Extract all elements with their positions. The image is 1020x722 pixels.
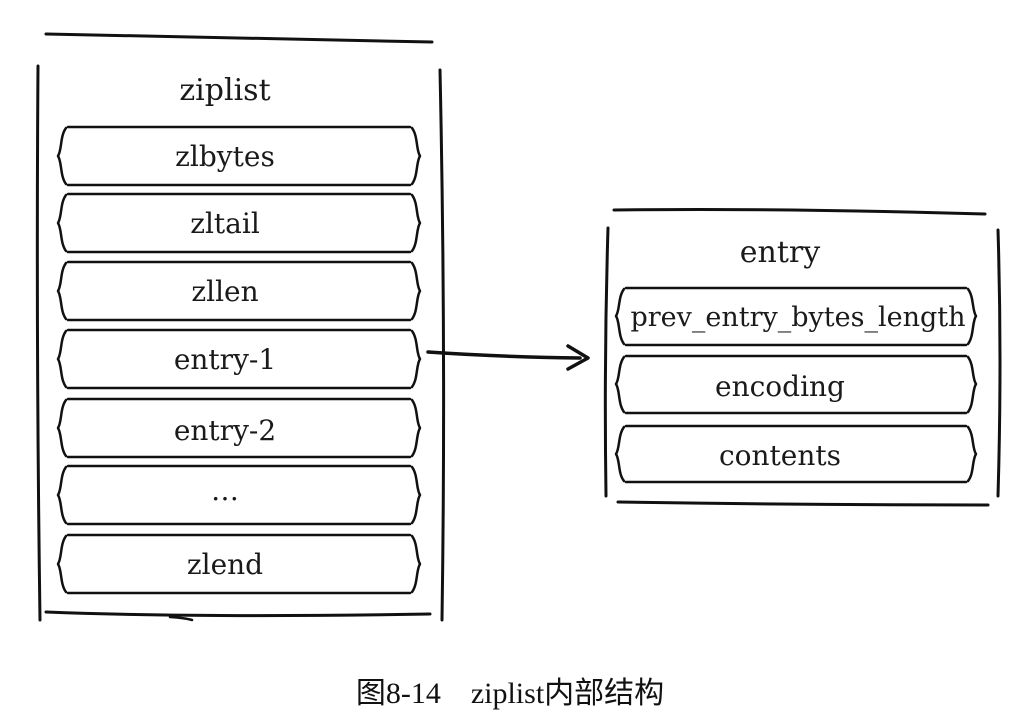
ziplist-field-label: zllen xyxy=(191,275,258,308)
entry-box: entry xyxy=(603,208,1002,507)
entry-fields: prev_entry_bytes_length encoding content… xyxy=(614,286,978,484)
ziplist-fields: zlbytes zltail zllen entry-1 xyxy=(56,125,422,595)
entry-box-left-edge xyxy=(603,226,610,498)
entry-title: entry xyxy=(740,235,820,270)
ziplist-box-bottom-tick xyxy=(168,615,194,622)
arrow-head-icon xyxy=(566,344,590,371)
ziplist-box: ziplist xyxy=(35,32,446,622)
ziplist-field-label: entry-2 xyxy=(174,414,276,447)
ziplist-field-zltail: zltail xyxy=(56,192,422,254)
ziplist-box-right-edge xyxy=(438,68,446,622)
entry-field-contents: contents xyxy=(614,424,978,484)
entry-field-label: contents xyxy=(719,439,841,472)
ziplist-field-entry-1: entry-1 xyxy=(56,328,422,390)
ziplist-field-label: entry-1 xyxy=(174,343,276,376)
arrow-shaft xyxy=(426,350,582,360)
ziplist-field-entry-2: entry-2 xyxy=(56,397,422,459)
entry-field-label: prev_entry_bytes_length xyxy=(630,302,965,333)
entry-box-top-edge xyxy=(612,208,987,216)
ziplist-box-left-edge xyxy=(35,64,42,622)
ziplist-field-label: … xyxy=(211,474,239,507)
ziplist-box-top-edge xyxy=(44,32,434,44)
ziplist-box-bottom-edge xyxy=(44,610,432,618)
ziplist-field-zllen: zllen xyxy=(56,260,422,322)
entry-field-label: encoding xyxy=(715,370,845,403)
entry-field-encoding: encoding xyxy=(614,354,978,415)
ziplist-field-label: zlend xyxy=(187,548,263,581)
ziplist-field-ellipsis: … xyxy=(56,464,422,526)
figure-caption: 图8-14 ziplist内部结构 xyxy=(355,677,665,710)
ziplist-field-label: zltail xyxy=(190,207,260,240)
ziplist-title: ziplist xyxy=(179,73,270,108)
ziplist-field-label: zlbytes xyxy=(175,140,275,173)
entry-box-bottom-edge xyxy=(616,500,990,507)
ziplist-field-zlend: zlend xyxy=(56,533,422,595)
ziplist-field-zlbytes: zlbytes xyxy=(56,125,422,187)
entry-pointer-arrow xyxy=(426,344,590,371)
entry-field-prev-entry-bytes-length: prev_entry_bytes_length xyxy=(614,286,978,347)
entry-box-right-edge xyxy=(996,228,1002,498)
